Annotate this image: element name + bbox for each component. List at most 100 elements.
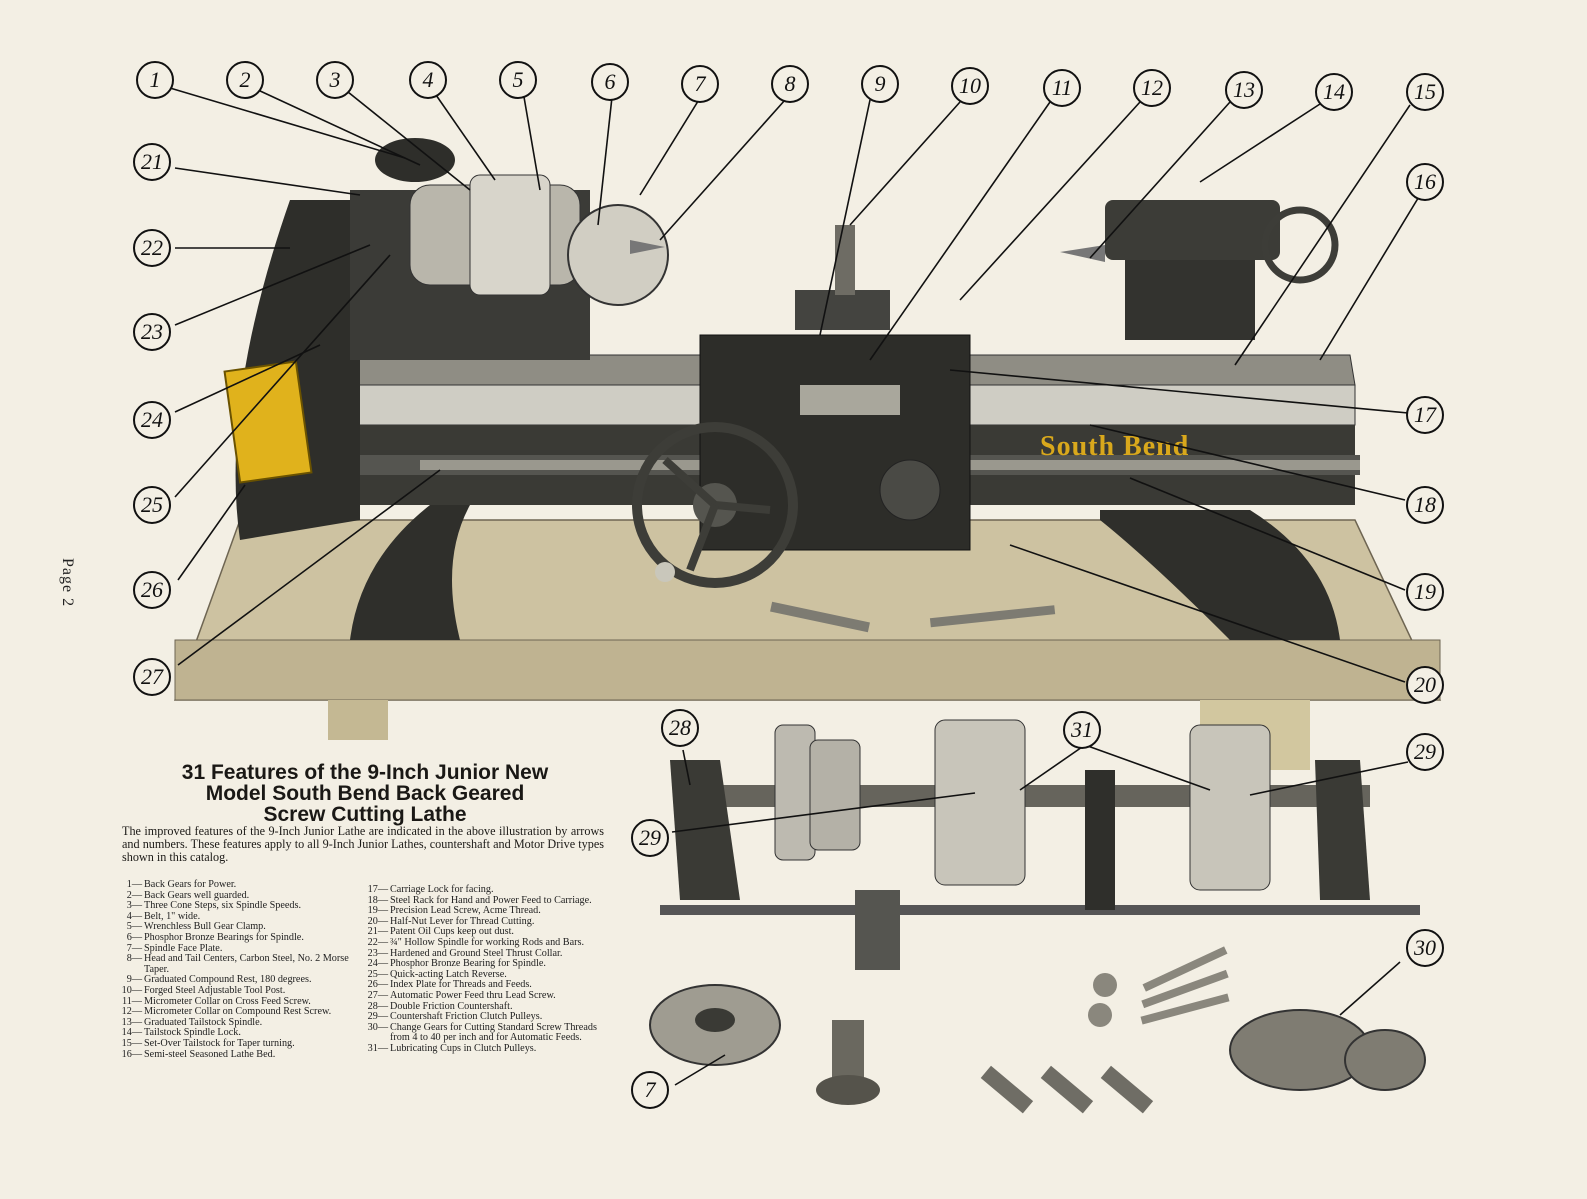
feature-text: Phosphor Bronze Bearing for Spindle.: [390, 958, 546, 970]
svg-text:25: 25: [141, 492, 163, 517]
callout-23: 23: [133, 313, 171, 351]
feature-number: 19—: [367, 905, 388, 917]
title-line-1: 31 Features of the 9-Inch Junior New: [181, 761, 549, 784]
callout-leaders: [169, 87, 1421, 1086]
feature-text: Spindle Face Plate.: [144, 942, 223, 954]
feature-number: 2—: [126, 889, 142, 901]
feature-item: 27—Automatic Power Feed thru Lead Screw.: [366, 990, 602, 1002]
feature-item: 20—Half-Nut Lever for Thread Cutting.: [366, 915, 602, 928]
svg-text:24: 24: [141, 407, 163, 432]
features-list-left: 1—Back Gears for Power.2—Back Gears well…: [120, 879, 352, 1061]
features-list-right: 17—Carriage Lock for facing.18—Steel Rac…: [366, 884, 602, 1055]
feature-number: 18—: [367, 894, 388, 906]
feature-text: Half-Nut Lever for Thread Cutting.: [390, 915, 535, 927]
feature-item: 15—Set-Over Tailstock for Taper turning.: [120, 1037, 352, 1050]
feature-item: 26—Index Plate for Threads and Feeds.: [366, 980, 602, 991]
intro-paragraph: The improved features of the 9-Inch Juni…: [122, 824, 604, 864]
callout-2: 2: [226, 61, 264, 99]
callout-3: 3: [316, 61, 354, 99]
svg-text:16: 16: [1414, 169, 1436, 194]
feature-text: Quick-acting Latch Reverse.: [390, 968, 507, 980]
svg-text:23: 23: [141, 319, 163, 344]
feature-item: 5—Wrenchless Bull Gear Clamp.: [120, 922, 352, 933]
feature-number: 28—: [367, 1000, 388, 1012]
feature-text: Forged Steel Adjustable Tool Post.: [144, 984, 286, 996]
feature-text: Hardened and Ground Steel Thrust Collar.: [390, 947, 563, 959]
callout-22: 22: [133, 229, 171, 267]
feature-number: 20—: [367, 915, 388, 927]
feature-text: Semi-steel Seasoned Lathe Bed.: [144, 1048, 276, 1060]
svg-text:21: 21: [141, 149, 163, 174]
feature-text: ¾" Hollow Spindle for working Rods and B…: [390, 936, 585, 948]
callout-20: 20: [1406, 666, 1444, 704]
feature-text: Micrometer Collar on Compound Rest Screw…: [144, 1006, 332, 1018]
feature-number: 31—: [367, 1042, 388, 1054]
feature-text: Wrenchless Bull Gear Clamp.: [144, 921, 266, 933]
index-plate: [223, 360, 313, 484]
feature-text: Micrometer Collar on Cross Feed Screw.: [144, 995, 311, 1007]
svg-text:12: 12: [1141, 75, 1163, 100]
callout-30: 30: [1406, 929, 1444, 967]
svg-text:8: 8: [785, 71, 796, 96]
page-title: 31 Features of the 9-Inch Junior New Mod…: [120, 762, 610, 825]
svg-text:15: 15: [1414, 79, 1436, 104]
svg-text:13: 13: [1233, 77, 1255, 102]
callout-29: 29: [631, 819, 669, 857]
svg-text:2: 2: [240, 67, 251, 92]
feature-text: Head and Tail Centers, Carbon Steel, No.…: [144, 953, 349, 975]
title-line-2: Model South Bend Back Geared: [205, 782, 525, 805]
feature-item: 21—Patent Oil Cups keep out dust.: [366, 927, 602, 938]
feature-text: Back Gears well guarded.: [144, 889, 250, 901]
feature-number: 9—: [126, 974, 142, 986]
callout-11: 11: [1043, 69, 1081, 107]
svg-text:17: 17: [1414, 402, 1437, 427]
feature-text: Phosphor Bronze Bearings for Spindle.: [144, 931, 304, 943]
feature-number: 17—: [367, 884, 388, 895]
feature-text: Steel Rack for Hand and Power Feed to Ca…: [390, 894, 592, 906]
svg-text:22: 22: [141, 235, 163, 260]
countershaft-illustration: [649, 719, 1426, 1114]
svg-text:28: 28: [669, 715, 691, 740]
feature-number: 21—: [367, 926, 388, 938]
svg-text:20: 20: [1414, 672, 1436, 697]
callout-13: 13: [1225, 71, 1263, 109]
feature-number: 3—: [126, 900, 142, 912]
svg-text:5: 5: [513, 67, 524, 92]
feature-item: 10—Forged Steel Adjustable Tool Post.: [120, 984, 352, 997]
callout-14: 14: [1315, 73, 1353, 111]
feature-item: 3—Three Cone Steps, six Spindle Speeds.: [120, 901, 352, 912]
callout-1: 1: [136, 61, 174, 99]
feature-text: Graduated Compound Rest, 180 degrees.: [144, 974, 312, 986]
callout-12: 12: [1133, 69, 1171, 107]
feature-item: 7—Spindle Face Plate.: [120, 942, 352, 955]
feature-number: 8—: [126, 953, 142, 965]
feature-item: 9—Graduated Compound Rest, 180 degrees.: [120, 975, 352, 986]
svg-text:18: 18: [1414, 492, 1436, 517]
feature-number: 15—: [121, 1037, 142, 1049]
feature-item: 16—Semi-steel Seasoned Lathe Bed.: [120, 1048, 352, 1061]
feature-text: Change Gears for Cutting Standard Screw …: [390, 1021, 597, 1044]
callout-16: 16: [1406, 163, 1444, 201]
lathe-body: South Bend: [223, 138, 1360, 640]
feature-number: 29—: [367, 1011, 388, 1023]
svg-text:4: 4: [423, 67, 434, 92]
feature-text: Carriage Lock for facing.: [390, 884, 494, 895]
feature-number: 30—: [367, 1021, 388, 1033]
page-number: Page 2: [59, 558, 76, 608]
feature-item: 11—Micrometer Collar on Cross Feed Screw…: [120, 995, 352, 1008]
callout-15: 15: [1406, 73, 1444, 111]
feature-number: 1—: [126, 879, 142, 890]
callout-6: 6: [591, 63, 629, 101]
svg-text:19: 19: [1414, 579, 1436, 604]
feature-number: 12—: [121, 1006, 142, 1018]
callout-31: 31: [1063, 711, 1101, 749]
feature-item: 12—Micrometer Collar on Compound Rest Sc…: [120, 1007, 352, 1018]
callout-27: 27: [133, 658, 171, 696]
feature-number: 6—: [126, 931, 142, 943]
svg-text:29: 29: [639, 825, 661, 850]
feature-number: 11—: [122, 995, 142, 1007]
svg-text:29: 29: [1414, 739, 1436, 764]
feature-number: 23—: [367, 947, 388, 959]
feature-item: 29—Countershaft Friction Clutch Pulleys.: [366, 1012, 602, 1023]
feature-item: 18—Steel Rack for Hand and Power Feed to…: [366, 894, 602, 907]
